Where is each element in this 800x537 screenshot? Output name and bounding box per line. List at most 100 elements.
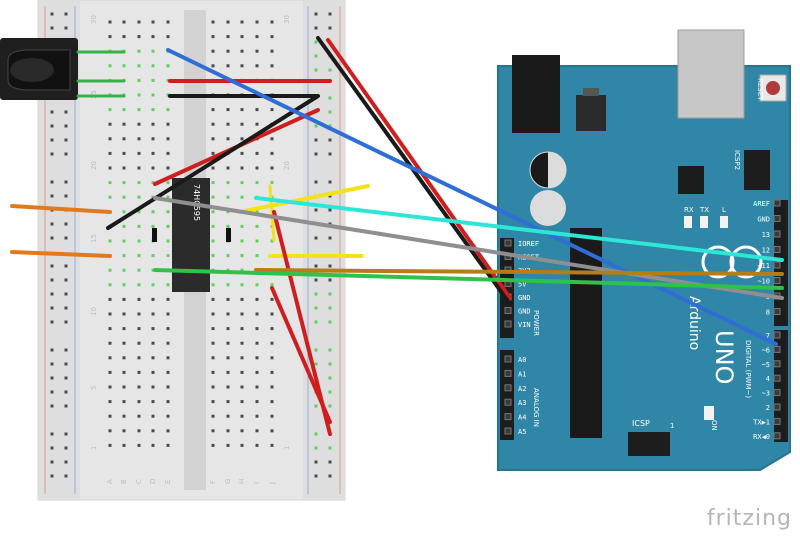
breadboard-hole [226,49,230,53]
breadboard-hole [270,151,274,155]
arduino-pin-socket[interactable] [773,230,781,238]
analog-pin-label: A1 [518,370,526,378]
breadboard-hole [255,35,259,39]
breadboard-hole [211,224,215,228]
reset-label: RESET [756,78,764,101]
breadboard-hole [226,195,230,199]
arduino-pin-socket[interactable] [773,389,781,397]
digital-pin-label: ~11 [757,262,770,270]
breadboard-hole [226,210,230,214]
arduino-pin-socket[interactable] [773,246,781,253]
breadboard-hole [226,166,230,170]
breadboard-hole [328,306,332,310]
breadboard-hole [137,268,141,272]
breadboard-hole [270,64,274,68]
breadboard-hole [166,327,170,331]
breadboard-hole [314,446,318,450]
breadboard-column-letter: B [120,479,128,484]
arduino-pin-socket[interactable] [504,384,512,392]
breadboard-hole [137,137,141,141]
breadboard-hole [64,152,68,156]
breadboard-hole [270,400,274,404]
arduino-pin-socket[interactable] [773,403,781,411]
arduino-logo-right [729,245,763,279]
wire-gray [153,196,784,300]
breadboard-hole [255,283,259,287]
breadboard-hole [270,341,274,345]
arduino-pin-socket[interactable] [504,413,512,421]
breadboard-hole [151,64,155,68]
arduino-pin-socket[interactable] [773,331,781,339]
breadboard-hole [240,385,244,389]
arduino-pin-socket[interactable] [504,398,512,406]
l-led [720,216,728,228]
breadboard-hole [64,320,68,324]
breadboard-hole [108,151,112,155]
breadboard-hole [240,239,244,243]
arduino-pin-socket[interactable] [773,432,781,440]
arduino-pin-socket[interactable] [504,307,512,314]
breadboard-hole [211,49,215,53]
digital-pin-label: ~10 [757,278,770,286]
breadboard-hole [108,35,112,39]
breadboard-hole [226,35,230,39]
breadboard-hole [226,254,230,258]
arduino-pin-socket[interactable] [773,308,781,315]
arduino-pin-socket[interactable] [773,261,781,269]
breadboard-hole [108,414,112,418]
breadboard-hole [64,278,68,282]
arduino-pin-socket[interactable] [773,360,781,368]
breadboard-hole [166,400,170,404]
breadboard-hole [166,356,170,360]
breadboard-hole [122,224,126,228]
arduino-pin-socket[interactable] [773,199,781,207]
breadboard-hole [122,20,126,24]
breadboard-hole [211,195,215,199]
row-label-30-right: 30 [283,15,291,24]
breadboard-hole [137,93,141,97]
breadboard-hole [64,376,68,380]
breadboard-hole [151,108,155,112]
row-label-15: 15 [90,234,98,243]
breadboard-hole [240,122,244,126]
arduino-pin-socket[interactable] [504,355,512,363]
breadboard-hole [314,152,318,156]
breadboard-hole [211,341,215,345]
breadboard-hole [240,224,244,228]
arduino-pin-socket[interactable] [773,417,781,425]
breadboard-hole [108,137,112,141]
breadboard-hole [328,110,332,114]
breadboard-hole [255,239,259,243]
wire-cyan [254,196,784,262]
breadboard-hole [137,78,141,82]
digital-pin-label: TX▶1 [753,418,770,426]
breadboard-hole [64,348,68,352]
model-label: UNO [710,330,738,384]
breadboard-hole [64,306,68,310]
breadboard-hole [166,151,170,155]
breadboard-hole [240,327,244,331]
wire-red-5 [270,286,332,424]
arduino-pin-socket[interactable] [504,369,512,377]
analog-pin-label: A0 [518,356,526,364]
arduino-pin-socket[interactable] [504,427,512,435]
breadboard-hole [314,138,318,142]
breadboard-hole [50,306,54,310]
arduino-pin-socket[interactable] [773,277,781,284]
arduino-pin-socket[interactable] [504,320,512,328]
arduino-pin-socket[interactable] [773,215,781,222]
breadboard-hole [226,20,230,24]
breadboard-hole [151,151,155,155]
breadboard-hole [255,64,259,68]
arduino-pin-socket[interactable] [504,239,512,247]
breadboard-hole [314,12,318,16]
breadboard-hole [226,137,230,141]
arduino-pin-socket[interactable] [773,345,781,353]
wire-yellow-1 [238,184,370,214]
arduino-pin-socket[interactable] [773,374,781,382]
breadboard-hole [166,370,170,374]
power-pin-label: IOREF [518,240,539,248]
breadboard-hole [50,264,54,268]
breadboard-hole [64,124,68,128]
